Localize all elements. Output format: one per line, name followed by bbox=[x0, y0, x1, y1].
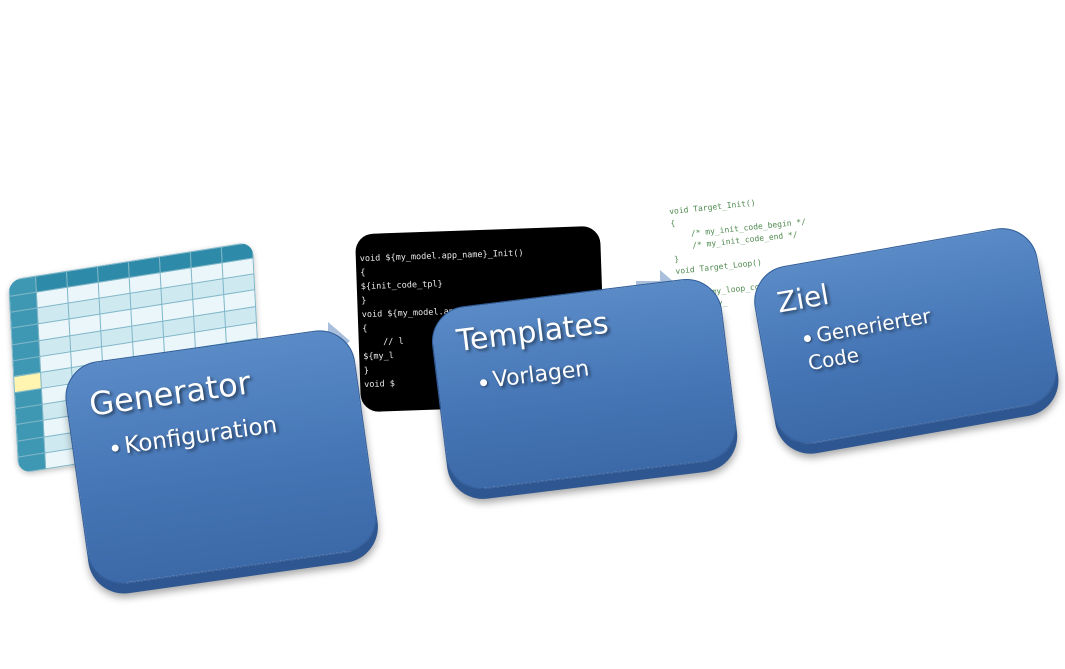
bullet-text: Vorlagen bbox=[491, 356, 591, 393]
box-bullet: Konfiguration bbox=[110, 412, 279, 461]
templates-box: Templates Vorlagen bbox=[427, 274, 741, 494]
bullet-icon bbox=[479, 378, 488, 387]
box-title: Generator bbox=[86, 363, 254, 424]
box-title: Templates bbox=[454, 305, 611, 360]
generator-box: Generator Konfiguration bbox=[60, 325, 382, 589]
box-bullet: Vorlagen bbox=[478, 356, 591, 394]
bullet-text: Konfiguration bbox=[122, 412, 279, 460]
bullet-icon bbox=[111, 444, 120, 453]
bullet-text: Generierter Code bbox=[806, 303, 933, 376]
bullet-icon bbox=[803, 334, 812, 343]
box-title: Ziel bbox=[774, 277, 832, 320]
